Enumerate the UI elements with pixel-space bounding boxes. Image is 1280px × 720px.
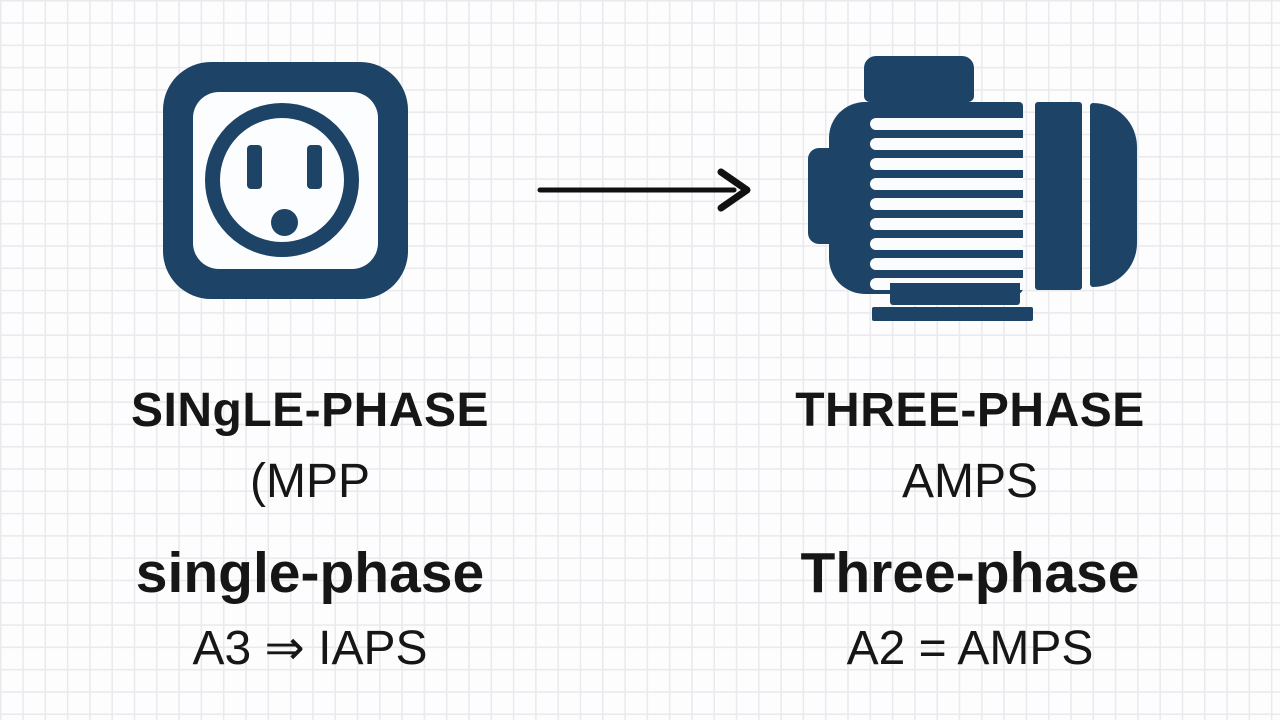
power-outlet-icon (163, 62, 408, 299)
left-title: SINgLE-PHASE (130, 384, 490, 437)
motor-terminal-box (864, 56, 974, 102)
right-subtitle: AMPS (901, 455, 1039, 508)
motor-base (872, 307, 1033, 321)
outlet-slot-left (247, 145, 262, 189)
right-title: THREE-PHASE (795, 384, 1145, 437)
motor-band (1035, 102, 1082, 290)
electric-motor-icon (798, 52, 1143, 324)
left-subtitle: (MPP (250, 455, 370, 508)
outlet-slot-right (307, 145, 322, 189)
left-formula: A3 ⇒ IAPS (192, 622, 428, 675)
left-caption: single-phase (135, 541, 485, 605)
motor-pedestal (890, 283, 1020, 305)
motor-end-cap (1090, 103, 1137, 287)
right-formula: A2 = AMPS (846, 622, 1094, 675)
right-caption: Three-phase (800, 541, 1140, 605)
motor-finned-body (829, 102, 1023, 294)
motor-shaft-end (808, 148, 829, 244)
outlet-ground-dot (271, 209, 298, 236)
arrow-right-icon (537, 168, 751, 212)
